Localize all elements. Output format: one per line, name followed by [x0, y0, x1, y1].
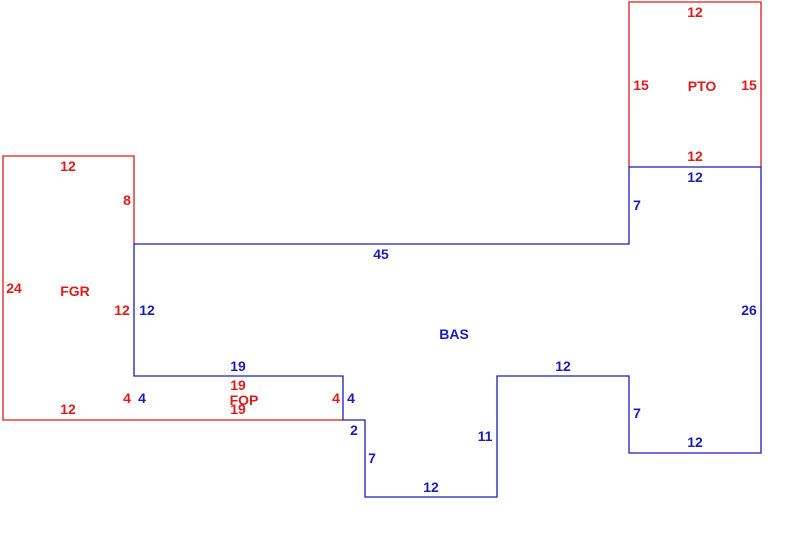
- area-label-bas: BAS: [439, 326, 469, 342]
- dimension-bas-top: 45: [373, 246, 389, 262]
- dimension-bas-notch-upper: 7: [633, 197, 641, 213]
- dimension-bas-right: 26: [741, 302, 757, 318]
- dimension-fop-top: 19: [230, 377, 246, 393]
- dimension-bas-fop-right: 4: [347, 390, 355, 406]
- dimension-bas-step-left: 11: [478, 428, 493, 444]
- area-label-fop: FOP: [230, 392, 259, 408]
- dimension-pto-right: 15: [741, 77, 757, 93]
- dimension-pto-top: 12: [687, 4, 703, 20]
- outline-fgr: [2, 155, 135, 421]
- area-label-pto: PTO: [688, 78, 717, 94]
- dimension-fgr-lower-right: 4: [123, 390, 131, 406]
- dimension-bas-fop-top: 19: [230, 358, 246, 374]
- area-label-fgr: FGR: [60, 283, 90, 299]
- outline-bas: [133, 166, 762, 498]
- dimension-bas-bottom-right: 12: [687, 434, 703, 450]
- dimension-bas-notch-lower: 7: [633, 405, 641, 421]
- dimension-bas-bottom: 12: [423, 479, 439, 495]
- dimension-bas-lower-left: 7: [368, 450, 376, 466]
- dimension-fop-right: 4: [332, 390, 340, 406]
- dimension-labels: 12 8 24 12 12 4 12 15 15 12 19 19 4 12 7…: [6, 4, 757, 495]
- dimension-fgr-top: 12: [60, 158, 76, 174]
- dimension-fgr-mid-right: 12: [114, 302, 130, 318]
- outline-pto: [628, 1, 762, 167]
- dimension-bas-left: 12: [139, 302, 155, 318]
- dimension-fgr-bottom: 12: [60, 401, 76, 417]
- dimension-pto-bottom: 12: [687, 148, 703, 164]
- dimension-bas-top-right: 12: [687, 169, 703, 185]
- dimension-bas-fop-left: 4: [138, 390, 146, 406]
- dimension-bas-step-top: 12: [555, 358, 571, 374]
- dimension-fop-bottom: 19: [230, 401, 246, 417]
- dimension-fgr-upper-right: 8: [123, 192, 131, 208]
- dimension-bas-small-step: 2: [350, 422, 358, 438]
- area-labels: FGR PTO BAS FOP: [60, 78, 716, 408]
- dimension-fgr-left: 24: [6, 280, 22, 296]
- dimension-pto-left: 15: [633, 77, 649, 93]
